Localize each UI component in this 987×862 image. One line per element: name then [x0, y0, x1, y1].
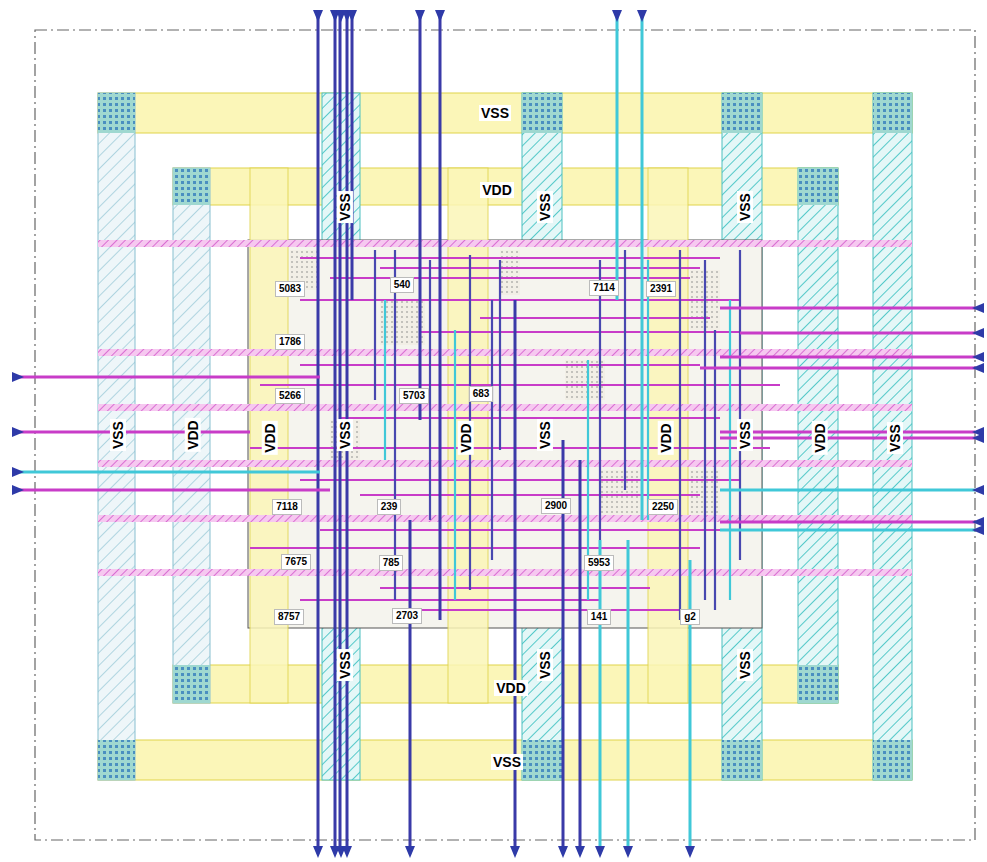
power-net-label: VDD	[262, 421, 278, 455]
power-net-label: VDD	[480, 182, 514, 198]
cell-instance-label: 8757	[274, 609, 304, 625]
power-net-label: VDD	[812, 421, 828, 455]
cell-instance-label: 2703	[392, 608, 422, 624]
cell-instance-label: 785	[379, 555, 404, 571]
cell-instance-label: 2391	[646, 281, 676, 297]
cell-instance-label: 540	[390, 277, 415, 293]
power-net-label: VSS	[491, 754, 523, 770]
power-net-label: VSS	[337, 419, 353, 451]
cell-instance-label: g2	[680, 609, 700, 625]
power-net-label: VSS	[479, 105, 511, 121]
cell-instance-label: 5266	[275, 388, 305, 404]
power-net-label: VSS	[737, 649, 753, 681]
power-net-label: VSS	[737, 191, 753, 223]
cell-instance-label: 7114	[589, 280, 619, 296]
power-net-label: VSS	[110, 419, 126, 451]
power-net-label: VDD	[185, 418, 201, 452]
power-net-label: VSS	[737, 419, 753, 451]
cell-instance-label: 5703	[399, 388, 429, 404]
cell-instance-label: 5083	[275, 281, 305, 297]
power-net-label: VDD	[458, 421, 474, 455]
power-net-label: VSS	[337, 649, 353, 681]
cell-instance-label: 5953	[584, 555, 614, 571]
power-net-label: VSS	[337, 191, 353, 223]
power-net-label: VDD	[494, 680, 528, 696]
cell-instance-label: 2250	[648, 499, 678, 515]
power-net-label: VDD	[658, 421, 674, 455]
power-net-label: VSS	[887, 422, 903, 454]
cell-instance-label: 7675	[281, 554, 311, 570]
power-net-label: VSS	[537, 649, 553, 681]
cell-instance-label: 239	[377, 499, 402, 515]
power-net-label: VSS	[537, 419, 553, 451]
cell-instance-label: 1786	[275, 334, 305, 350]
power-net-label: VSS	[537, 191, 553, 223]
cell-instance-label: 141	[587, 609, 612, 625]
cell-instance-label: 2900	[541, 498, 571, 514]
cell-instance-label: 7118	[272, 499, 302, 515]
cell-instance-label: 683	[469, 386, 494, 402]
